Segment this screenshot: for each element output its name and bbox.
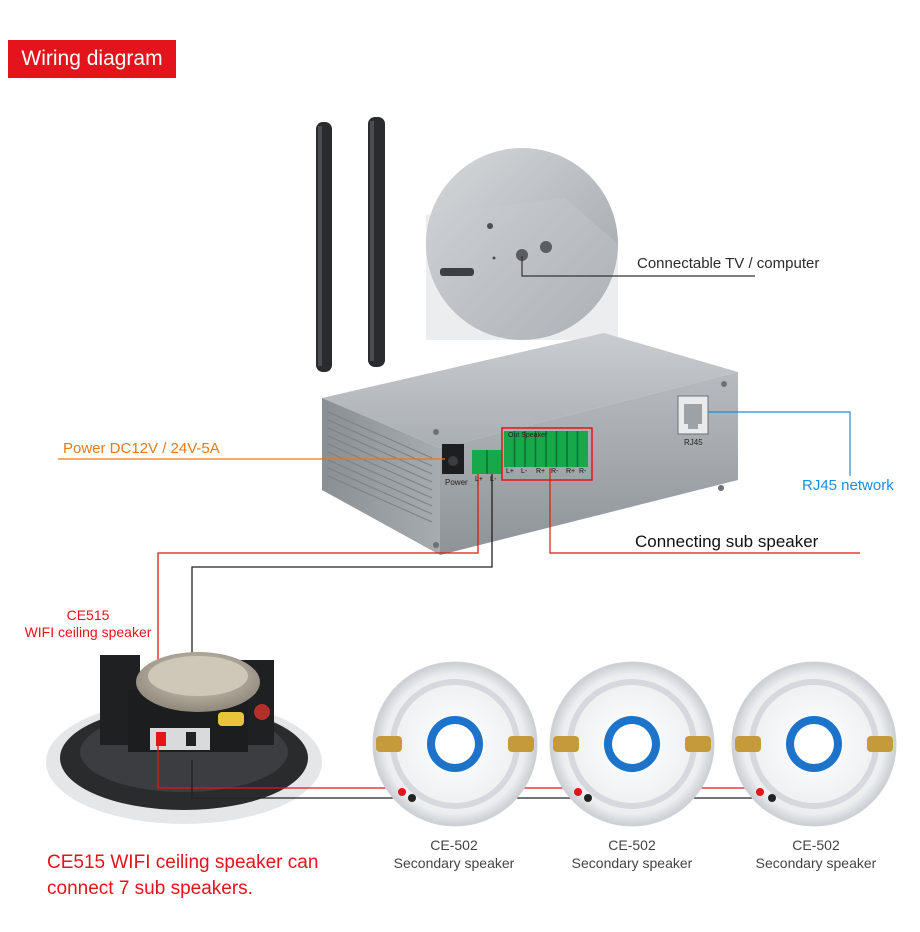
secondary-speaker-2 (549, 661, 715, 827)
secondary-speaker-model: CE-502 (608, 837, 656, 853)
main-speaker-note-line1: CE515 WIFI ceiling speaker can (47, 852, 319, 873)
out-speaker-label: Out Speaker (508, 432, 548, 439)
main-speaker-label: CE515 WIFI ceiling speaker (8, 607, 168, 641)
terminal-label-8: R- (579, 468, 587, 475)
wifi-amplifier-device (322, 333, 738, 555)
secondary-speaker-3 (731, 661, 897, 827)
main-speaker-note: CE515 WIFI ceiling speaker can connect 7… (47, 850, 318, 902)
secondary-speaker-label-1: CE-502 Secondary speaker (374, 836, 534, 872)
terminal-label-2: L- (490, 476, 497, 483)
speaker-terminal-block (472, 427, 593, 481)
sub-speaker-callout: Connecting sub speaker (635, 532, 819, 551)
terminal-label-5: R+ (536, 468, 546, 475)
secondary-speaker-model: CE-502 (792, 837, 840, 853)
antenna-right (368, 117, 385, 367)
power-callout: Power DC12V / 24V-5A (63, 440, 220, 457)
section-title-badge: Wiring diagram (8, 40, 176, 78)
tv-computer-callout: Connectable TV / computer (637, 255, 820, 272)
secondary-speaker-name: Secondary speaker (571, 855, 693, 871)
power-port-label: Power (445, 478, 468, 487)
callout-lines (58, 256, 860, 554)
secondary-speaker-1 (372, 661, 538, 827)
secondary-speaker-model: CE-502 (430, 837, 478, 853)
secondary-speaker-label-3: CE-502 Secondary speaker (736, 836, 896, 872)
rj45-port-label: RJ45 (684, 438, 703, 447)
terminal-label-3: L+ (506, 468, 514, 475)
antenna-left (316, 122, 332, 372)
terminal-label-7: R+ (566, 468, 576, 475)
rj45-network-callout: RJ45 network (802, 477, 894, 494)
main-speaker-name: WIFI ceiling speaker (24, 624, 152, 640)
secondary-speaker-label-2: CE-502 Secondary speaker (552, 836, 712, 872)
terminal-label-6: R- (551, 468, 559, 475)
secondary-speaker-name: Secondary speaker (755, 855, 877, 871)
terminal-label-4: L- (521, 468, 528, 475)
zoom-detail-circle (426, 148, 618, 340)
terminal-label-1: L+ (475, 476, 483, 483)
rj45-port-icon (677, 395, 709, 435)
secondary-speaker-name: Secondary speaker (393, 855, 515, 871)
main-speaker-model: CE515 (66, 607, 110, 623)
main-speaker-note-line2: connect 7 sub speakers. (47, 878, 253, 899)
ce515-main-speaker (46, 652, 322, 824)
